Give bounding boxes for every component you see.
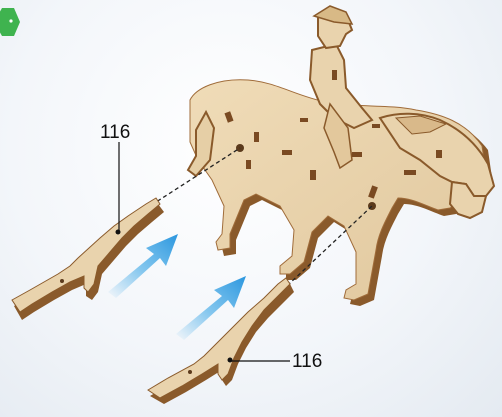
part-116-upper (12, 198, 164, 320)
horse-and-rider-model (188, 6, 494, 306)
part-number-label-bottom: 116 (292, 352, 322, 371)
hexagon-badge-icon (0, 8, 20, 36)
part-number-label-top: 116 (100, 123, 130, 142)
